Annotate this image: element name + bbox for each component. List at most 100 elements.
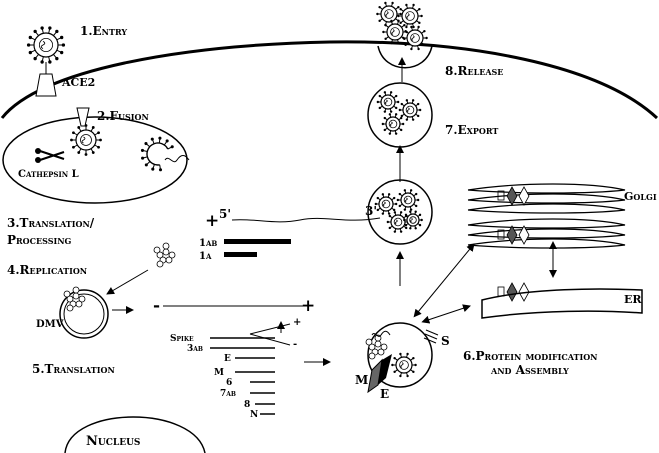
e-protein bbox=[378, 354, 392, 385]
nucleus-label: Nucleus bbox=[86, 434, 140, 449]
replicase-complex bbox=[153, 242, 176, 268]
step-modification-1: 6.Protein modification bbox=[463, 349, 598, 363]
released-virion-2 bbox=[397, 3, 423, 29]
dmv-vesicle bbox=[59, 289, 109, 339]
genomic-rna bbox=[231, 217, 381, 223]
export-virion-7 bbox=[403, 210, 423, 230]
golgi-cisterna-1 bbox=[467, 193, 626, 204]
m-protein-label: M bbox=[355, 373, 368, 387]
sgrna-label-5: 7ab bbox=[220, 389, 236, 399]
step-replication: 4.Replication bbox=[7, 263, 87, 277]
endosome bbox=[2, 116, 188, 204]
small-plus-label: + bbox=[293, 317, 301, 328]
export-virion-2 bbox=[398, 99, 422, 121]
release-budding-site bbox=[377, 45, 433, 69]
assembling-virion bbox=[391, 352, 417, 378]
fusion-channel-icon bbox=[76, 107, 90, 127]
step-modification-2: and Assembly bbox=[490, 363, 569, 377]
replicase-particle-7 bbox=[156, 260, 164, 268]
export-virion-1 bbox=[376, 91, 400, 113]
step-translation: 5.Translation bbox=[32, 362, 115, 376]
arrow-assembly-golgi bbox=[413, 243, 475, 318]
sgrna-label-0: Spike bbox=[170, 334, 194, 344]
replicase-particle-5 bbox=[153, 246, 161, 254]
five-prime-label: 5' bbox=[219, 207, 231, 221]
assembly-particle-1 bbox=[374, 340, 382, 348]
step-fusion: 2.Fusion bbox=[97, 109, 149, 123]
export-virion-5 bbox=[396, 189, 420, 211]
s-protein-label: S bbox=[441, 334, 450, 348]
orf1a-label: 1a bbox=[199, 251, 212, 262]
ace2-receptor bbox=[35, 62, 57, 97]
golgi-cisterna-0 bbox=[467, 183, 626, 194]
released-rna bbox=[164, 155, 190, 163]
m-protein-marker-2 bbox=[506, 282, 518, 302]
dmv-particle-0 bbox=[66, 295, 74, 303]
assembly-particle-4 bbox=[377, 348, 385, 356]
dmv-particle-2 bbox=[78, 295, 86, 303]
cathepsin-label: Cathepsin L bbox=[18, 169, 79, 180]
m-protein-marker-1 bbox=[506, 225, 518, 245]
assembly-particle-5 bbox=[365, 338, 373, 346]
step-translation-processing-2: Processing bbox=[7, 233, 72, 247]
sgrna-label-4: 6 bbox=[226, 378, 232, 388]
s-protein-marker-2 bbox=[497, 286, 505, 297]
uncoating-virion bbox=[140, 136, 174, 172]
e-protein-marker-2 bbox=[518, 282, 530, 302]
dmv-particle-1 bbox=[72, 292, 80, 300]
e-protein-marker-1 bbox=[518, 225, 530, 245]
er-label: ER bbox=[624, 293, 642, 306]
export-vesicle-1 bbox=[367, 179, 433, 245]
dmv-replicase-complex bbox=[63, 286, 86, 312]
s-protein-marker-1 bbox=[497, 229, 505, 240]
replicase-particle-6 bbox=[162, 242, 170, 250]
orf1ab-bar bbox=[224, 239, 291, 244]
small-minus-label: - bbox=[293, 339, 297, 350]
step-entry: 1.Entry bbox=[80, 24, 127, 38]
dmv-particle-7 bbox=[66, 304, 74, 312]
scissors-icon bbox=[35, 148, 65, 163]
golgi-cisterna-2 bbox=[467, 203, 626, 214]
golgi-cisterna-5 bbox=[467, 238, 626, 249]
released-virion-4 bbox=[402, 25, 428, 51]
sgrna-label-6: 8 bbox=[244, 400, 250, 410]
plus-sign-genome: + bbox=[205, 211, 219, 231]
assembly-particle-7 bbox=[368, 352, 376, 360]
assembly-particle-0 bbox=[368, 343, 376, 351]
s-protein bbox=[423, 329, 439, 344]
cell-membrane bbox=[0, 40, 659, 120]
sgrna-label-2: E bbox=[224, 354, 231, 364]
step-release: 8.Release bbox=[445, 64, 503, 78]
orf1ab-label: 1ab bbox=[199, 238, 217, 249]
sgrna-label-1: 3ab bbox=[187, 344, 203, 354]
export-virion-4 bbox=[374, 193, 398, 215]
arrow-assembly-er bbox=[421, 304, 471, 324]
dmv-label: DMV bbox=[36, 319, 64, 330]
spike-bracket bbox=[249, 323, 291, 346]
golgi-cisterna-4 bbox=[467, 228, 626, 239]
entering-virion bbox=[26, 26, 66, 64]
replicase-particle-2 bbox=[168, 251, 176, 259]
export-vesicle-2 bbox=[367, 82, 433, 148]
minus-sign-strand: - bbox=[153, 296, 160, 316]
replicase-particle-4 bbox=[165, 256, 173, 264]
er-membrane bbox=[481, 288, 643, 319]
sgrna-label-7: N bbox=[250, 410, 258, 420]
virions bbox=[26, 1, 428, 378]
step-translation-processing-1: 3.Translation/ bbox=[7, 216, 95, 230]
assembly-vesicle bbox=[367, 322, 433, 388]
golgi-apparatus bbox=[467, 183, 626, 302]
e-protein-label: E bbox=[380, 387, 389, 401]
dmv-particle-5 bbox=[63, 290, 71, 298]
dmv-particle-4 bbox=[75, 300, 83, 308]
golgi-label: Golgi bbox=[624, 190, 657, 203]
assembly-particle-2 bbox=[380, 343, 388, 351]
export-virion-3 bbox=[381, 113, 405, 135]
ace2-label: ACE2 bbox=[61, 76, 95, 89]
nucleus-membrane bbox=[64, 416, 206, 453]
three-prime-label: 3' bbox=[365, 204, 377, 218]
e-protein-marker-0 bbox=[518, 186, 530, 206]
